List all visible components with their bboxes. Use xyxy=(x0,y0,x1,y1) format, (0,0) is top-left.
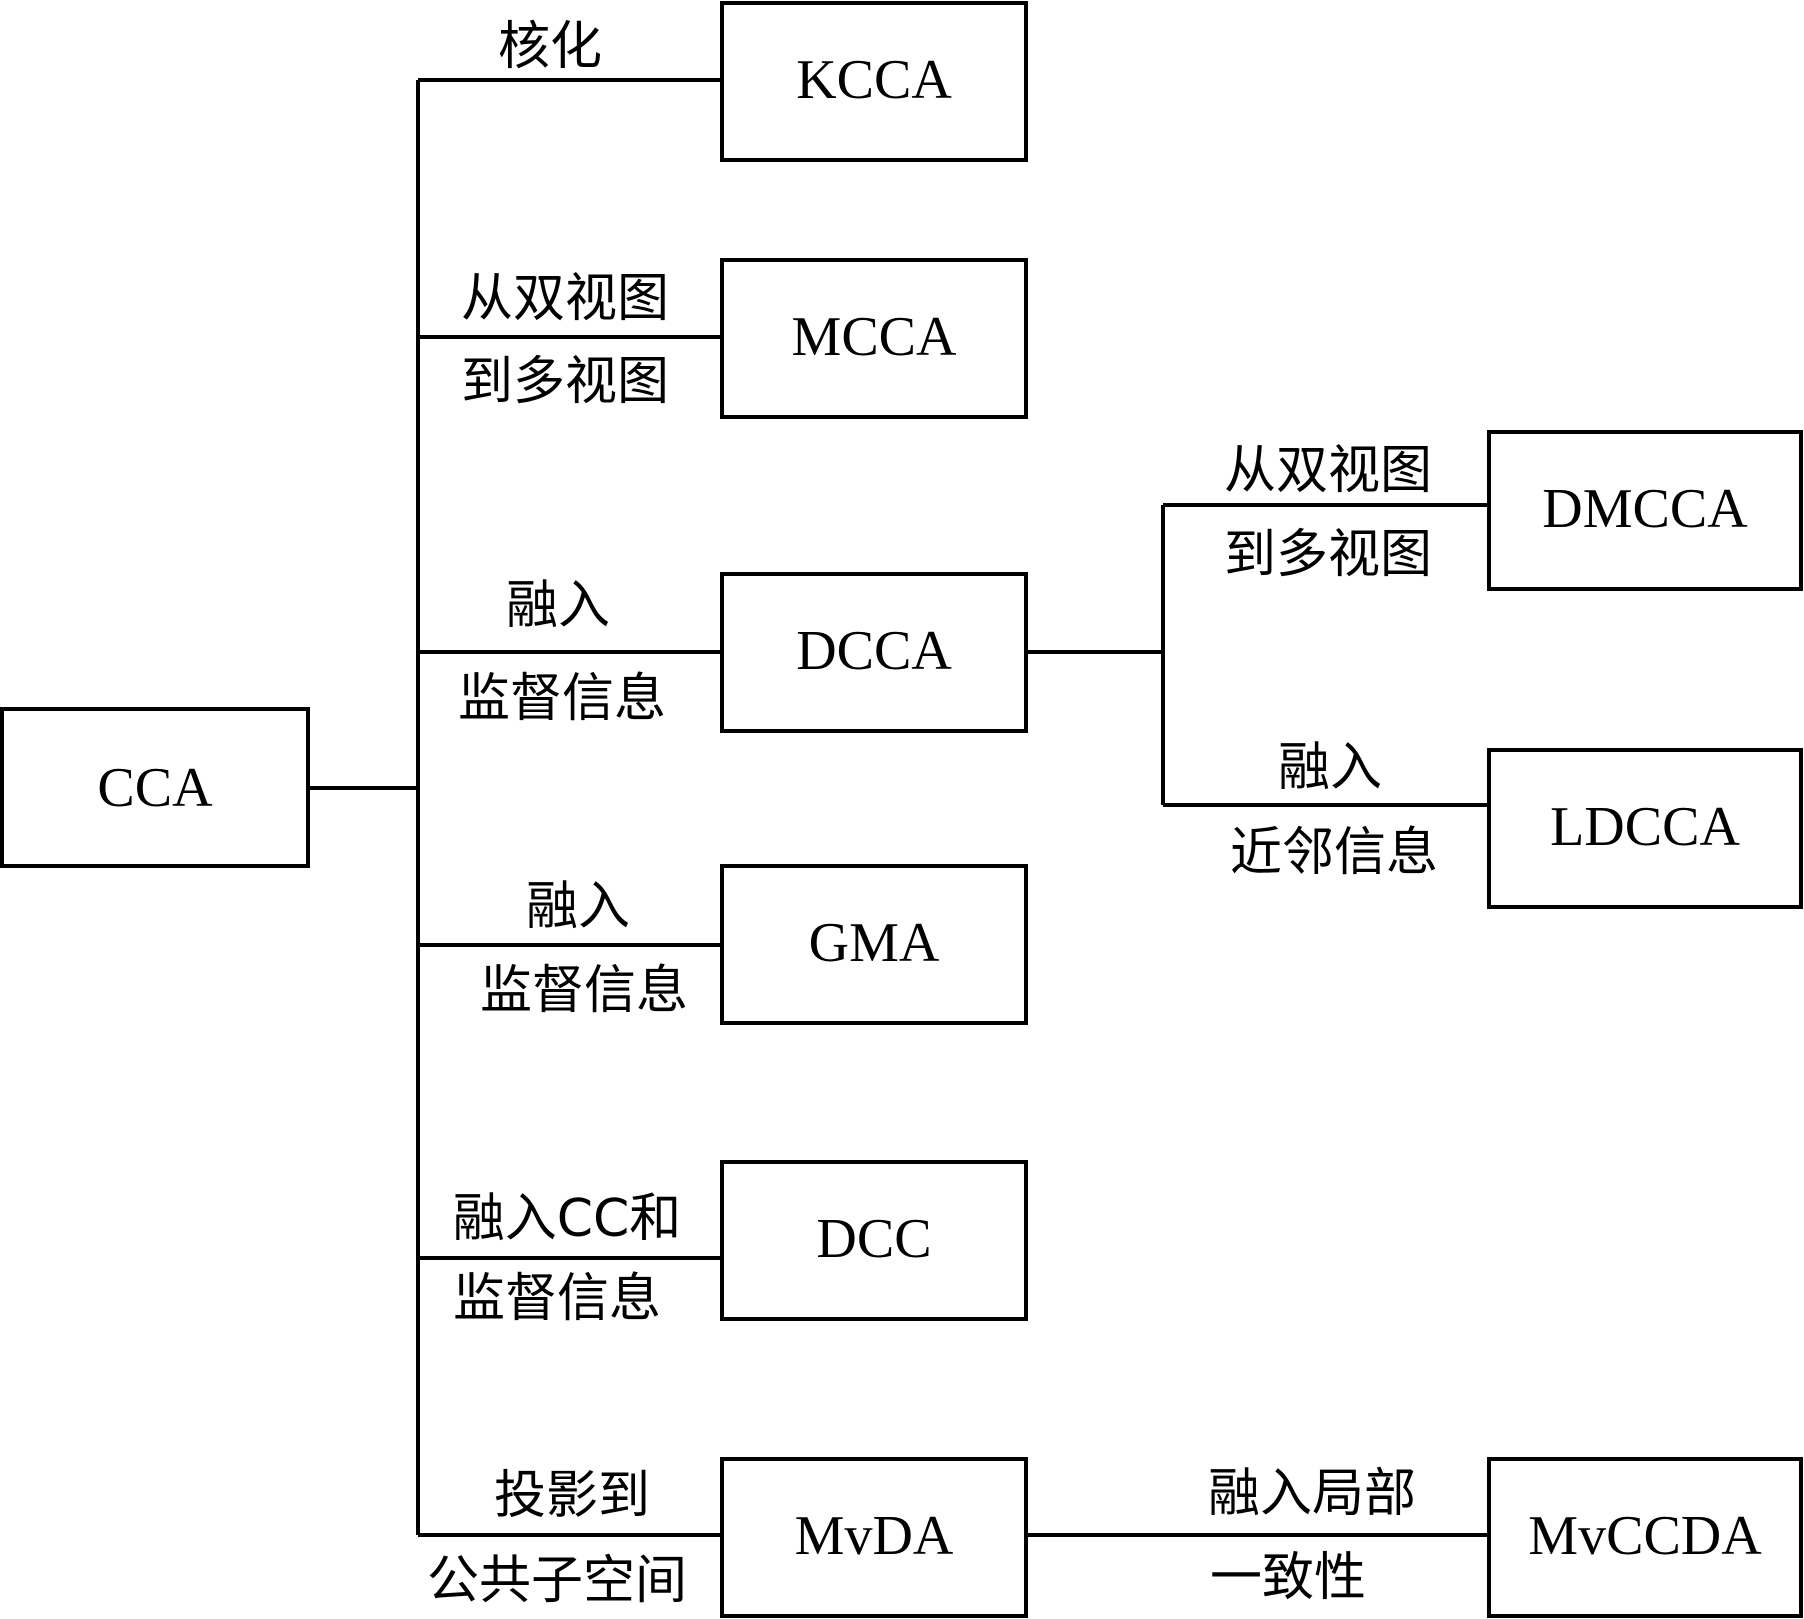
edge-label-gma-bottom: 监督信息 xyxy=(480,961,688,1021)
node-kcca: KCCA xyxy=(720,1,1028,162)
edge-label-gma-top: 融入 xyxy=(526,877,630,937)
node-dmcca: DMCCA xyxy=(1487,430,1803,591)
node-box xyxy=(1487,430,1803,591)
node-box xyxy=(720,1160,1028,1321)
node-box xyxy=(720,1,1028,162)
edge-label-kcca: 核化 xyxy=(498,17,602,77)
edge-labels: 核化 从双视图 到多视图 融入 监督信息 融入 监督信息 融入CC和 监督信息 … xyxy=(427,17,1438,1611)
edge-label-mcca-top: 从双视图 xyxy=(461,269,669,329)
node-label-ldcca: LDCCA xyxy=(1550,796,1740,858)
node-box xyxy=(720,864,1028,1025)
node-cca: CCA xyxy=(0,707,310,868)
edge-label-dmcca-top: 从双视图 xyxy=(1224,441,1432,501)
edge-label-dcc-bottom: 监督信息 xyxy=(453,1269,661,1329)
edge-label-mcca-bottom: 到多视图 xyxy=(461,352,669,412)
node-box xyxy=(0,707,310,868)
node-mvda: MvDA xyxy=(720,1457,1028,1618)
edge-label-dmcca-bottom: 到多视图 xyxy=(1224,525,1432,585)
node-label-mvccda: MvCCDA xyxy=(1528,1505,1762,1567)
node-box xyxy=(1487,748,1803,909)
node-label-gma: GMA xyxy=(809,912,940,974)
node-box xyxy=(720,258,1028,419)
node-box xyxy=(720,572,1028,733)
edge-label-mvda-bottom: 公共子空间 xyxy=(427,1551,687,1611)
node-ldcca: LDCCA xyxy=(1487,748,1803,909)
edge-label-mvccda-top: 融入局部 xyxy=(1208,1464,1416,1524)
node-mvccda: MvCCDA xyxy=(1487,1457,1803,1618)
edge-label-mvda-top: 投影到 xyxy=(494,1466,650,1526)
edge-label-ldcca-top: 融入 xyxy=(1278,738,1382,798)
node-dcca: DCCA xyxy=(720,572,1028,733)
node-gma: GMA xyxy=(720,864,1028,1025)
node-box xyxy=(1487,1457,1803,1618)
node-label-dcc: DCC xyxy=(816,1208,931,1270)
node-box xyxy=(720,1457,1028,1618)
edge-label-dcca-bottom: 监督信息 xyxy=(458,669,666,729)
edge-label-dcca-top: 融入 xyxy=(506,576,610,636)
edge-label-ldcca-bottom: 近邻信息 xyxy=(1230,823,1438,883)
node-label-dmcca: DMCCA xyxy=(1542,478,1748,540)
node-label-kcca: KCCA xyxy=(796,49,952,111)
node-label-cca: CCA xyxy=(97,757,213,819)
node-dcc: DCC xyxy=(720,1160,1028,1321)
node-label-dcca: DCCA xyxy=(796,620,952,682)
connectors xyxy=(308,78,1489,1537)
edge-label-dcc-top: 融入CC和 xyxy=(453,1189,682,1249)
edge-label-mvccda-bottom: 一致性 xyxy=(1210,1548,1366,1608)
node-label-mcca: MCCA xyxy=(792,306,957,368)
node-mcca: MCCA xyxy=(720,258,1028,419)
node-label-mvda: MvDA xyxy=(795,1505,954,1567)
